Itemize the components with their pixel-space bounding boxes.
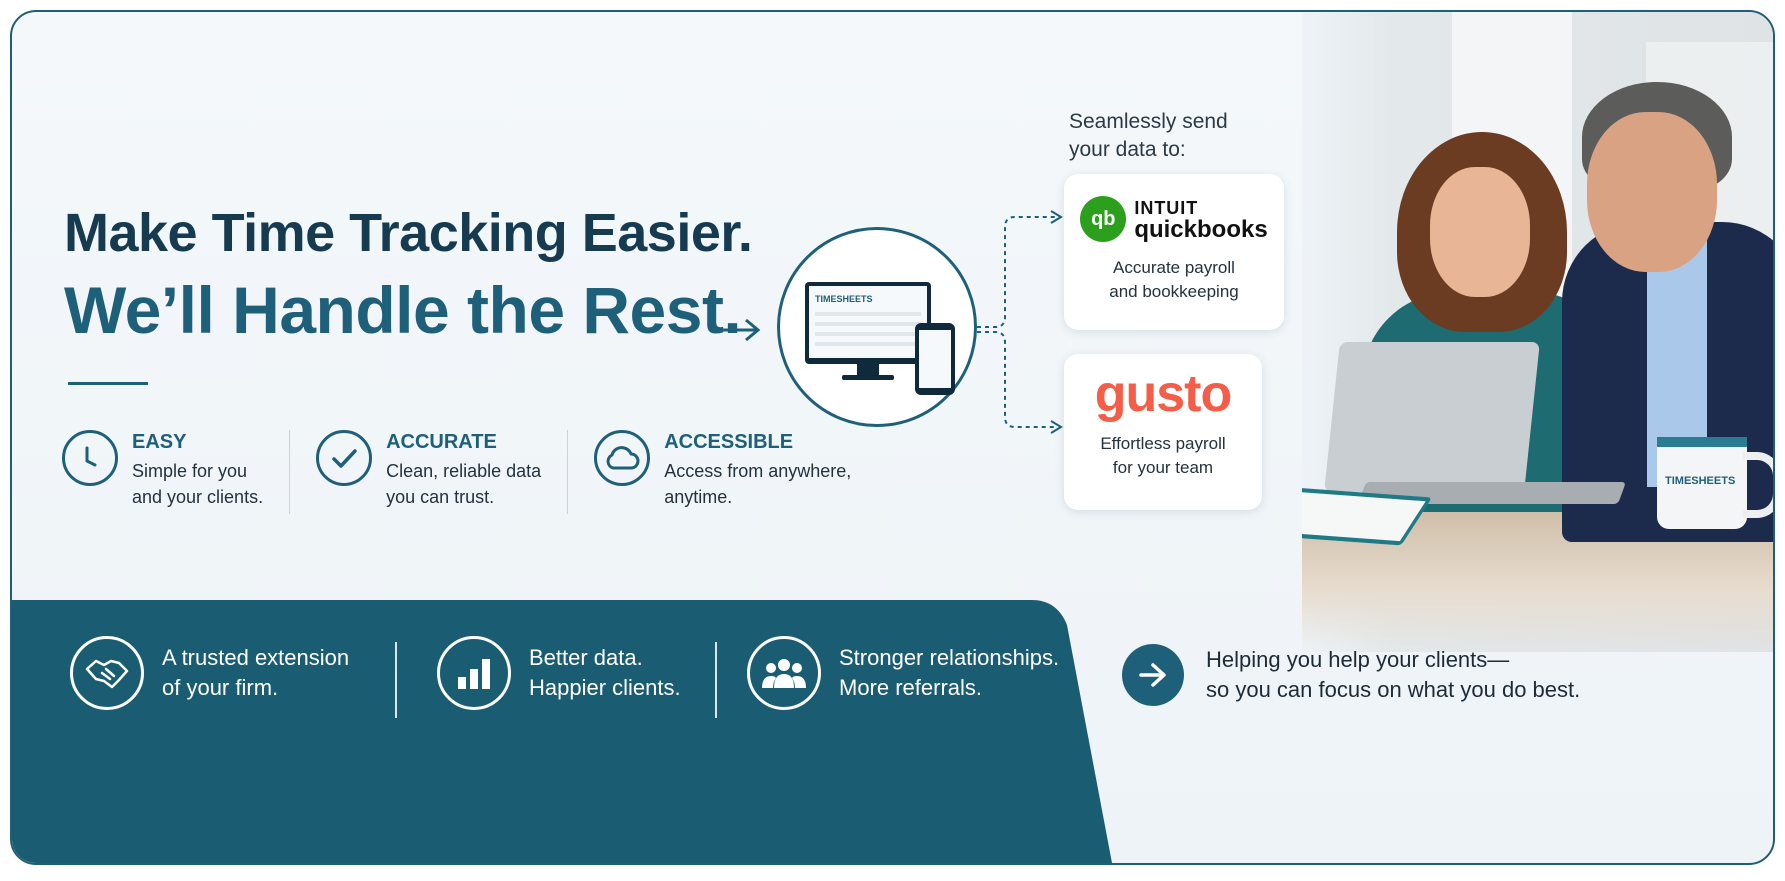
feature-desc: Access from anywhere, anytime. [664,461,852,507]
benefit-data: Better data. Happier clients. [437,636,681,710]
headline-line-2: We’ll Handle the Rest. [64,273,742,347]
feature-title: ACCESSIBLE [664,431,794,453]
connector-arrows [977,210,1063,434]
laptop-icon [1324,342,1540,492]
device-illustration: TIMESHEETS [777,227,977,427]
headline-divider [68,382,148,385]
benefit-trusted: A trusted extension of your firm. [70,636,349,710]
benefit-text: Better data. Happier clients. [529,645,681,700]
gusto-desc: Effortless payroll for your team [1100,434,1226,477]
people-icon [747,636,821,710]
feature-easy: EASY Simple for you and your clients. [62,430,291,514]
feature-title: ACCURATE [386,431,497,453]
hero-photo: TIMESHEETS [1302,12,1773,652]
benefit-text: Stronger relationships. More referrals. [839,645,1060,700]
gusto-logo: gusto [1094,365,1233,423]
quickbooks-card[interactable]: qb INTUIT quickbooks Accurate payroll an… [1064,174,1284,330]
benefit-relationships: Stronger relationships. More referrals. [747,636,1059,710]
quickbooks-logo: qb INTUIT quickbooks [1064,196,1284,242]
gusto-card[interactable]: gusto Effortless payroll for your team [1064,354,1262,510]
band-divider [715,642,717,718]
timesheets-logo: TIMESHEETS [815,294,873,304]
phone-icon [915,323,955,395]
tagline: Helping you help your clients— so you ca… [1122,644,1580,706]
mug-logo: TIMESHEETS [1665,475,1736,487]
checkmark-icon [316,430,373,486]
feature-accurate: ACCURATE Clean, reliable data you can tr… [316,430,569,514]
headline: Make Time Tracking Easier. We’ll Handle … [64,202,753,348]
feature-accessible: ACCESSIBLE Access from anywhere, anytime… [594,430,877,514]
tagline-text: Helping you help your clients— so you ca… [1206,647,1581,702]
clock-icon [62,430,118,486]
bar-chart-icon [437,636,511,710]
monitor-icon: TIMESHEETS [805,282,931,364]
feature-title: EASY [132,431,187,453]
promo-card: Make Time Tracking Easier. We’ll Handle … [10,10,1775,865]
quickbooks-desc: Accurate payroll and bookkeeping [1109,258,1239,301]
arrow-right-icon[interactable] [1122,644,1184,706]
cloud-icon [594,430,651,486]
integrations-label: Seamlessly send your data to: [1069,110,1228,161]
feature-desc: Simple for you and your clients. [132,461,264,507]
feature-list: EASY Simple for you and your clients. AC… [62,430,903,514]
feature-desc: Clean, reliable data you can trust. [386,461,542,507]
band-divider [395,642,397,718]
arrow-right-icon [714,318,761,342]
headline-line-1: Make Time Tracking Easier. [64,203,753,263]
benefit-text: A trusted extension of your firm. [162,645,350,700]
benefits-band [12,600,1112,863]
handshake-icon [70,636,144,710]
quickbooks-mark-icon: qb [1080,196,1127,242]
mug-icon: TIMESHEETS [1657,437,1747,529]
